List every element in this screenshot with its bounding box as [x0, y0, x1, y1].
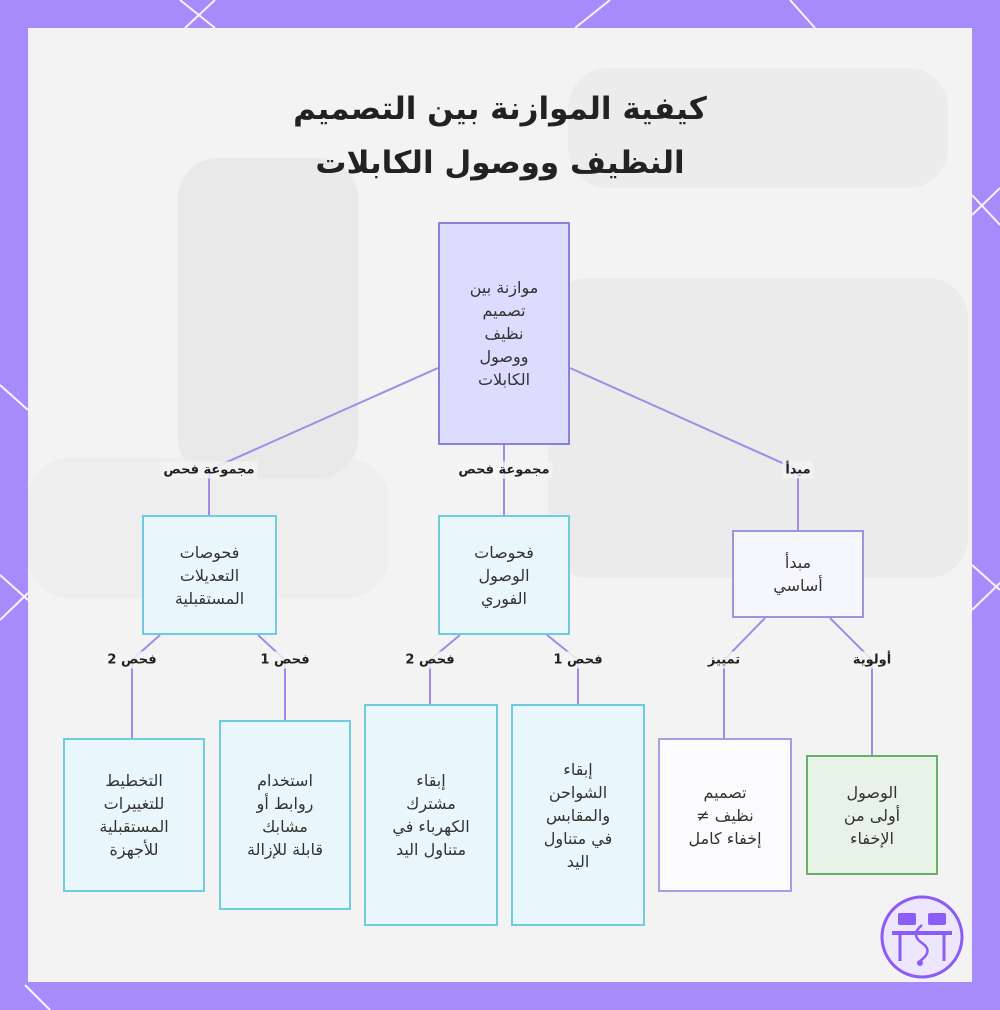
- keep-power-strip-reachable-node: إبقاء مشترك الكهرباء في متناول اليد: [364, 704, 498, 926]
- plan-future-changes-node: التخطيط للتغييرات المستقبلية للأجهزة: [63, 738, 205, 892]
- edge-label-priority: أولوية: [849, 651, 895, 669]
- edge-label-check2-future: فحص 2: [104, 651, 160, 669]
- root-node: موازنة بين تصميم نظيف ووصول الكابلات: [438, 222, 570, 445]
- edge-principle-priority: [829, 617, 873, 755]
- access-over-hiding-node: الوصول أولى من الإخفاء: [806, 755, 938, 875]
- desk-workstation-logo-icon: [880, 895, 964, 979]
- edge-label-principle: مبدأ: [782, 461, 814, 479]
- background-blur-shape: [548, 278, 968, 578]
- edge-label-group-future: مجموعة فحص: [160, 461, 258, 479]
- edge-root-principle: [569, 367, 799, 530]
- edge-label-check1-instant: فحص 1: [550, 651, 606, 669]
- clean-not-hidden-node: تصميم نظيف ≠ إخفاء كامل: [658, 738, 792, 892]
- title-line-1: كيفية الموازنة بين التصميم: [293, 91, 707, 127]
- edge-label-distinction: تمييز: [704, 651, 744, 669]
- title-line-2: النظيف ووصول الكابلات: [315, 145, 685, 181]
- removable-ties-node: استخدام روابط أو مشابك قابلة للإزالة: [219, 720, 351, 910]
- edge-future-check1: [257, 634, 286, 720]
- edge-instant-check1: [546, 634, 579, 704]
- edge-root-future: [208, 367, 439, 515]
- keep-chargers-reachable-node: إبقاء الشواحن والمقابس في متناول اليد: [511, 704, 645, 926]
- instant-access-checks-node: فحوصات الوصول الفوري: [438, 515, 570, 635]
- edge-instant-check2: [429, 634, 461, 704]
- page-title: كيفية الموازنة بين التصميم النظيف ووصول …: [150, 82, 850, 190]
- background-blur-shape: [178, 158, 358, 478]
- edge-principle-distinction: [723, 617, 766, 738]
- edge-future-check2: [131, 634, 161, 738]
- principle-node: مبدأ أساسي: [732, 530, 864, 618]
- background-blur-shape: [568, 68, 948, 188]
- edge-label-group-instant: مجموعة فحص: [455, 461, 553, 479]
- future-modification-checks-node: فحوصات التعديلات المستقبلية: [142, 515, 277, 635]
- edge-label-check1-future: فحص 1: [257, 651, 313, 669]
- edge-label-check2-instant: فحص 2: [402, 651, 458, 669]
